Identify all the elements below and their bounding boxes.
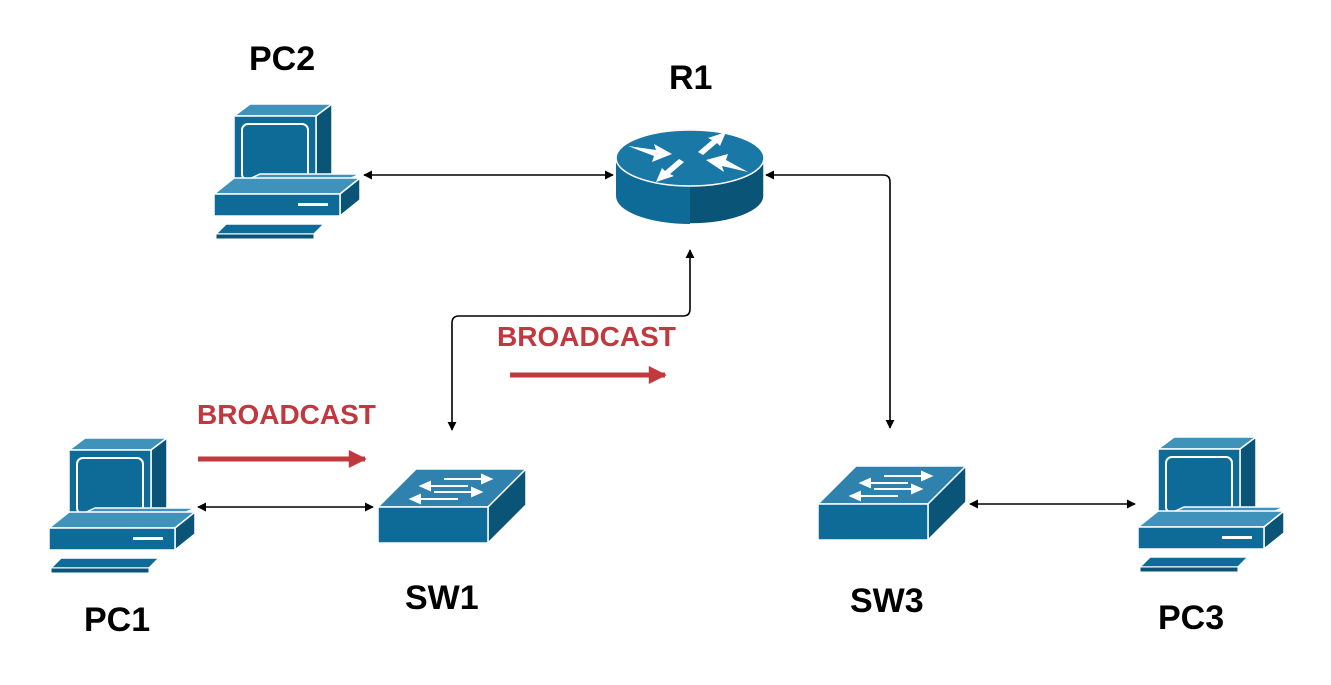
switch-icon — [817, 465, 967, 541]
r1-label: R1 — [669, 59, 712, 97]
link-r1-sw3 — [765, 170, 895, 429]
broadcast-label-2: BROADCAST — [497, 321, 676, 352]
router-icon — [615, 129, 765, 225]
sw3-device[interactable] — [817, 465, 967, 541]
broadcast-label-1: BROADCAST — [197, 399, 376, 430]
switch-icon — [377, 468, 527, 544]
pc2-label: PC2 — [249, 40, 315, 78]
pc2-device[interactable] — [213, 103, 361, 240]
link-sw1-r1 — [447, 249, 695, 431]
pc1-device[interactable] — [48, 437, 196, 574]
pc3-label: PC3 — [1158, 599, 1224, 637]
pc3-device[interactable] — [1137, 436, 1285, 573]
pc1-label: PC1 — [84, 601, 150, 639]
pc-icon — [213, 103, 361, 240]
sw3-label: SW3 — [850, 582, 924, 620]
pc-icon — [48, 437, 196, 574]
pc-icon — [1137, 436, 1285, 573]
sw1-device[interactable] — [377, 468, 527, 544]
sw1-label: SW1 — [405, 579, 479, 617]
r1-device[interactable] — [615, 129, 765, 225]
